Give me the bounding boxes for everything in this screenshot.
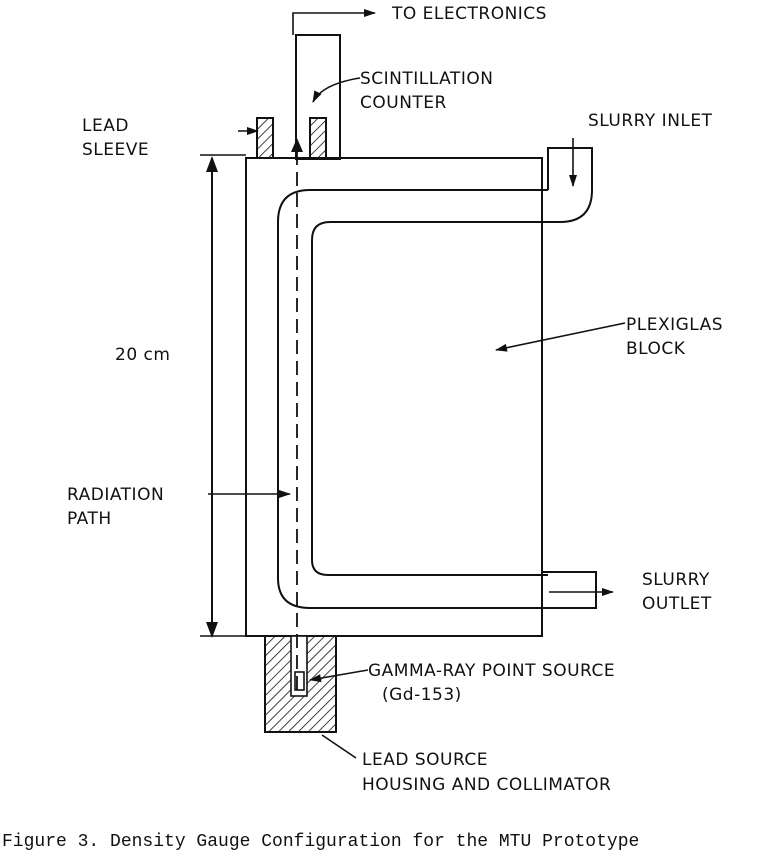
label-radiation: RADIATION <box>67 485 164 505</box>
label-counter: COUNTER <box>360 93 447 113</box>
label-housing-collimator: HOUSING AND COLLIMATOR <box>362 775 611 795</box>
lead-sleeve-right <box>309 117 327 159</box>
gamma-leader <box>309 669 369 683</box>
slurry-outlet-stub <box>541 571 597 609</box>
figure-caption: Figure 3. Density Gauge Configuration fo… <box>2 832 639 852</box>
label-slurry-inlet: SLURRY INLET <box>588 111 713 131</box>
label-gd153: (Gd-153) <box>382 685 462 705</box>
label-outlet: OUTLET <box>642 594 712 614</box>
label-path: PATH <box>67 509 112 529</box>
dimension-arrow-bottom <box>206 622 218 638</box>
label-block: BLOCK <box>626 339 686 359</box>
label-lead-source: LEAD SOURCE <box>362 750 488 770</box>
scintillation-leader <box>312 77 361 103</box>
label-plexiglas: PLEXIGLAS <box>626 315 723 335</box>
label-dimension: 20 cm <box>115 345 170 365</box>
label-lead: LEAD <box>82 116 129 136</box>
label-slurry: SLURRY <box>642 570 710 590</box>
gamma-point-source <box>294 671 305 691</box>
label-gamma-source: GAMMA-RAY POINT SOURCE <box>368 661 615 681</box>
plexiglas-leader <box>495 322 626 352</box>
radiation-path-arrowhead <box>291 138 303 152</box>
to-electronics-arrow <box>292 9 376 35</box>
flow-channel-inner <box>311 221 548 576</box>
dimension-arrow-top <box>206 156 218 172</box>
label-sleeve: SLEEVE <box>82 140 149 160</box>
slurry-inlet-stub <box>547 147 593 223</box>
label-to-electronics: TO ELECTRONICS <box>391 4 547 24</box>
lead-sleeve-left <box>256 117 274 159</box>
label-scintillation: SCINTILLATION <box>360 69 493 89</box>
plexiglas-block <box>245 157 543 637</box>
lead-source-leader <box>321 734 357 759</box>
flow-channel-outer <box>277 189 548 609</box>
